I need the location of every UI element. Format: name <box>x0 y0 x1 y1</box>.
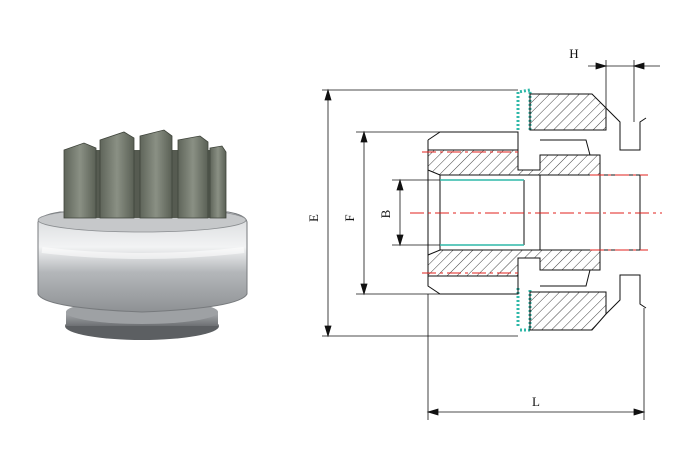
dimension-label-b: B <box>378 209 393 218</box>
dimension-label-l: L <box>532 394 540 409</box>
upper-section-hatch <box>529 93 607 131</box>
pinion-gear-teeth <box>63 129 227 219</box>
dimension-f <box>360 130 368 296</box>
upper-hub-hatch <box>427 149 601 176</box>
dimension-h <box>588 62 660 70</box>
centerlines <box>410 151 662 274</box>
pinion-cross-section-drawing <box>322 60 662 420</box>
dimension-b <box>396 178 404 247</box>
dimension-l <box>426 408 646 416</box>
dimension-e <box>324 88 332 338</box>
dimension-label-e: E <box>306 214 321 222</box>
lower-section-hatch <box>529 291 607 331</box>
dimension-label-h: H <box>569 46 578 61</box>
starter-drive-pinion-photo <box>37 129 248 340</box>
extension-lines <box>322 60 645 420</box>
lower-hub-hatch <box>427 249 601 277</box>
dimension-label-f: F <box>342 214 357 221</box>
pinion-outline <box>427 107 647 315</box>
pinion-clutch-body <box>37 207 248 313</box>
